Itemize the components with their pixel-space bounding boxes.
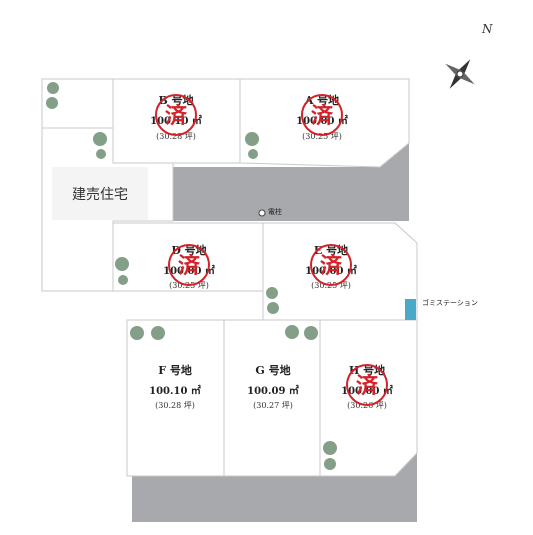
sold-stamp-h: 済 (346, 364, 388, 406)
compass-north-label: N (481, 22, 493, 36)
sold-stamp-text: 済 (178, 253, 201, 279)
tree (93, 132, 107, 146)
garbage-station-label: ゴミステーション (422, 298, 478, 307)
pole-label: 電柱 (268, 207, 282, 216)
road-bottom (132, 453, 417, 522)
tree (96, 149, 106, 159)
tree (323, 441, 337, 455)
lot-area: 100.00 ㎡ (305, 264, 357, 277)
sold-stamp-d: 済 (168, 244, 210, 286)
sold-stamp-text: 済 (311, 103, 334, 129)
lot-f-label[interactable]: F 号地 100.10 ㎡ (30.28 坪) (149, 363, 201, 410)
lot-g-shape (223, 319, 321, 477)
tree (47, 82, 59, 94)
lot-area: 100.00 ㎡ (296, 114, 348, 127)
lot-f-shape (126, 319, 225, 477)
tree (115, 257, 129, 271)
lot-tsubo: (30.27 坪) (253, 401, 293, 410)
tree (267, 302, 279, 314)
lot-area: 100.00 ㎡ (341, 384, 393, 397)
lot-area: 100.09 ㎡ (247, 384, 299, 397)
tree (118, 275, 128, 285)
lot-tsubo: (30.28 坪) (155, 401, 195, 410)
utility-pole (258, 209, 266, 217)
lot-tsubo: (30.28 坪) (156, 132, 196, 141)
lot-name: F 号地 (158, 363, 192, 377)
lot-area: 100.10 ㎡ (149, 384, 201, 397)
trees (46, 82, 337, 470)
tree (304, 326, 318, 340)
tree (130, 326, 144, 340)
sold-stamp-text: 済 (165, 103, 188, 129)
tree (248, 149, 258, 159)
lot-tsubo: (30.25 坪) (302, 132, 342, 141)
tree (245, 132, 259, 146)
lot-area: 100.00 ㎡ (163, 264, 215, 277)
tree (266, 287, 278, 299)
sold-stamp-e: 済 (310, 244, 352, 286)
tree (285, 325, 299, 339)
sold-stamp-a: 済 (301, 94, 343, 136)
tree (151, 326, 165, 340)
sold-stamp-b: 済 (155, 94, 197, 136)
house-label: 建売住宅 (72, 187, 128, 203)
road-middle (173, 167, 409, 221)
lot-area: 100.10 ㎡ (150, 114, 202, 127)
lot-name: G 号地 (255, 363, 290, 377)
lot-g-label[interactable]: G 号地 100.09 ㎡ (30.27 坪) (247, 363, 299, 410)
garbage-station (405, 299, 416, 320)
house-area (52, 167, 148, 220)
sold-stamp-text: 済 (320, 253, 343, 279)
lot-h-shape (319, 319, 418, 477)
lot-e-shape (262, 222, 418, 321)
sold-stamp-text: 済 (356, 373, 379, 399)
tree (46, 97, 58, 109)
tree (324, 458, 336, 470)
lot-a-shape (239, 78, 410, 168)
compass-icon (445, 59, 475, 89)
